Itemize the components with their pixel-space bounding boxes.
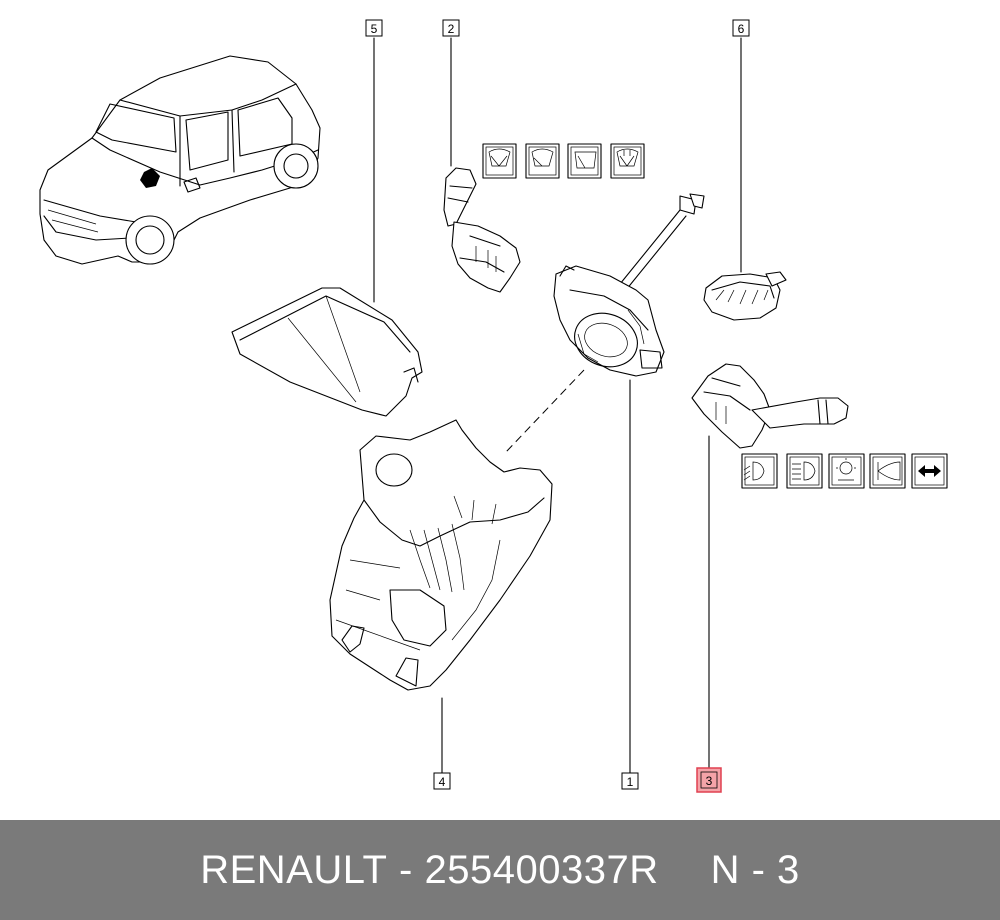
- callout-6[interactable]: 6: [732, 19, 750, 37]
- part-3-lighting-stalk: [691, 363, 849, 449]
- position-code: N - 3: [710, 847, 800, 892]
- leader-lines: [373, 37, 742, 774]
- part-4-lower-cowl: [329, 419, 553, 691]
- part-6-collar: [703, 271, 787, 321]
- part-1-switch-body: [553, 193, 705, 377]
- part-2-wiper-stalk: [443, 167, 521, 293]
- washer-icon: [610, 143, 645, 179]
- part-5-upper-cowl: [231, 287, 423, 417]
- rear-wiper-icon: [567, 143, 602, 179]
- wiper-intermittent-icon: [525, 143, 560, 179]
- callout-4-label: 4: [439, 775, 446, 789]
- part-number: 255400337R: [424, 847, 659, 892]
- front-wiper-icon: [482, 143, 517, 179]
- high-beam-icon: [786, 453, 823, 489]
- parts-diagram: 5 2 6 4 1 3: [39, 19, 948, 793]
- wiper-symbols: [482, 143, 645, 179]
- callout-1[interactable]: 1: [621, 772, 639, 790]
- callout-3-label: 3: [706, 774, 713, 788]
- interior-light-icon: [828, 453, 865, 489]
- low-beam-icon: [741, 453, 778, 489]
- part-footer: RENAULT - 255400337R N - 3: [0, 820, 1000, 920]
- callout-2-label: 2: [448, 22, 455, 36]
- lighting-symbols: [741, 453, 948, 489]
- footer-separator: -: [399, 847, 413, 892]
- callout-6-label: 6: [738, 22, 745, 36]
- assembly-guides: [505, 369, 585, 453]
- callout-1-label: 1: [627, 775, 634, 789]
- brand-name: RENAULT: [200, 847, 388, 892]
- callout-4[interactable]: 4: [433, 772, 451, 790]
- vehicle-illustration: [39, 55, 321, 265]
- horn-icon: [869, 453, 906, 489]
- callout-5[interactable]: 5: [365, 19, 383, 37]
- callout-5-label: 5: [371, 22, 378, 36]
- turn-signal-icon: [911, 453, 948, 489]
- callout-2[interactable]: 2: [442, 19, 460, 37]
- callout-3-highlighted[interactable]: 3: [696, 767, 722, 793]
